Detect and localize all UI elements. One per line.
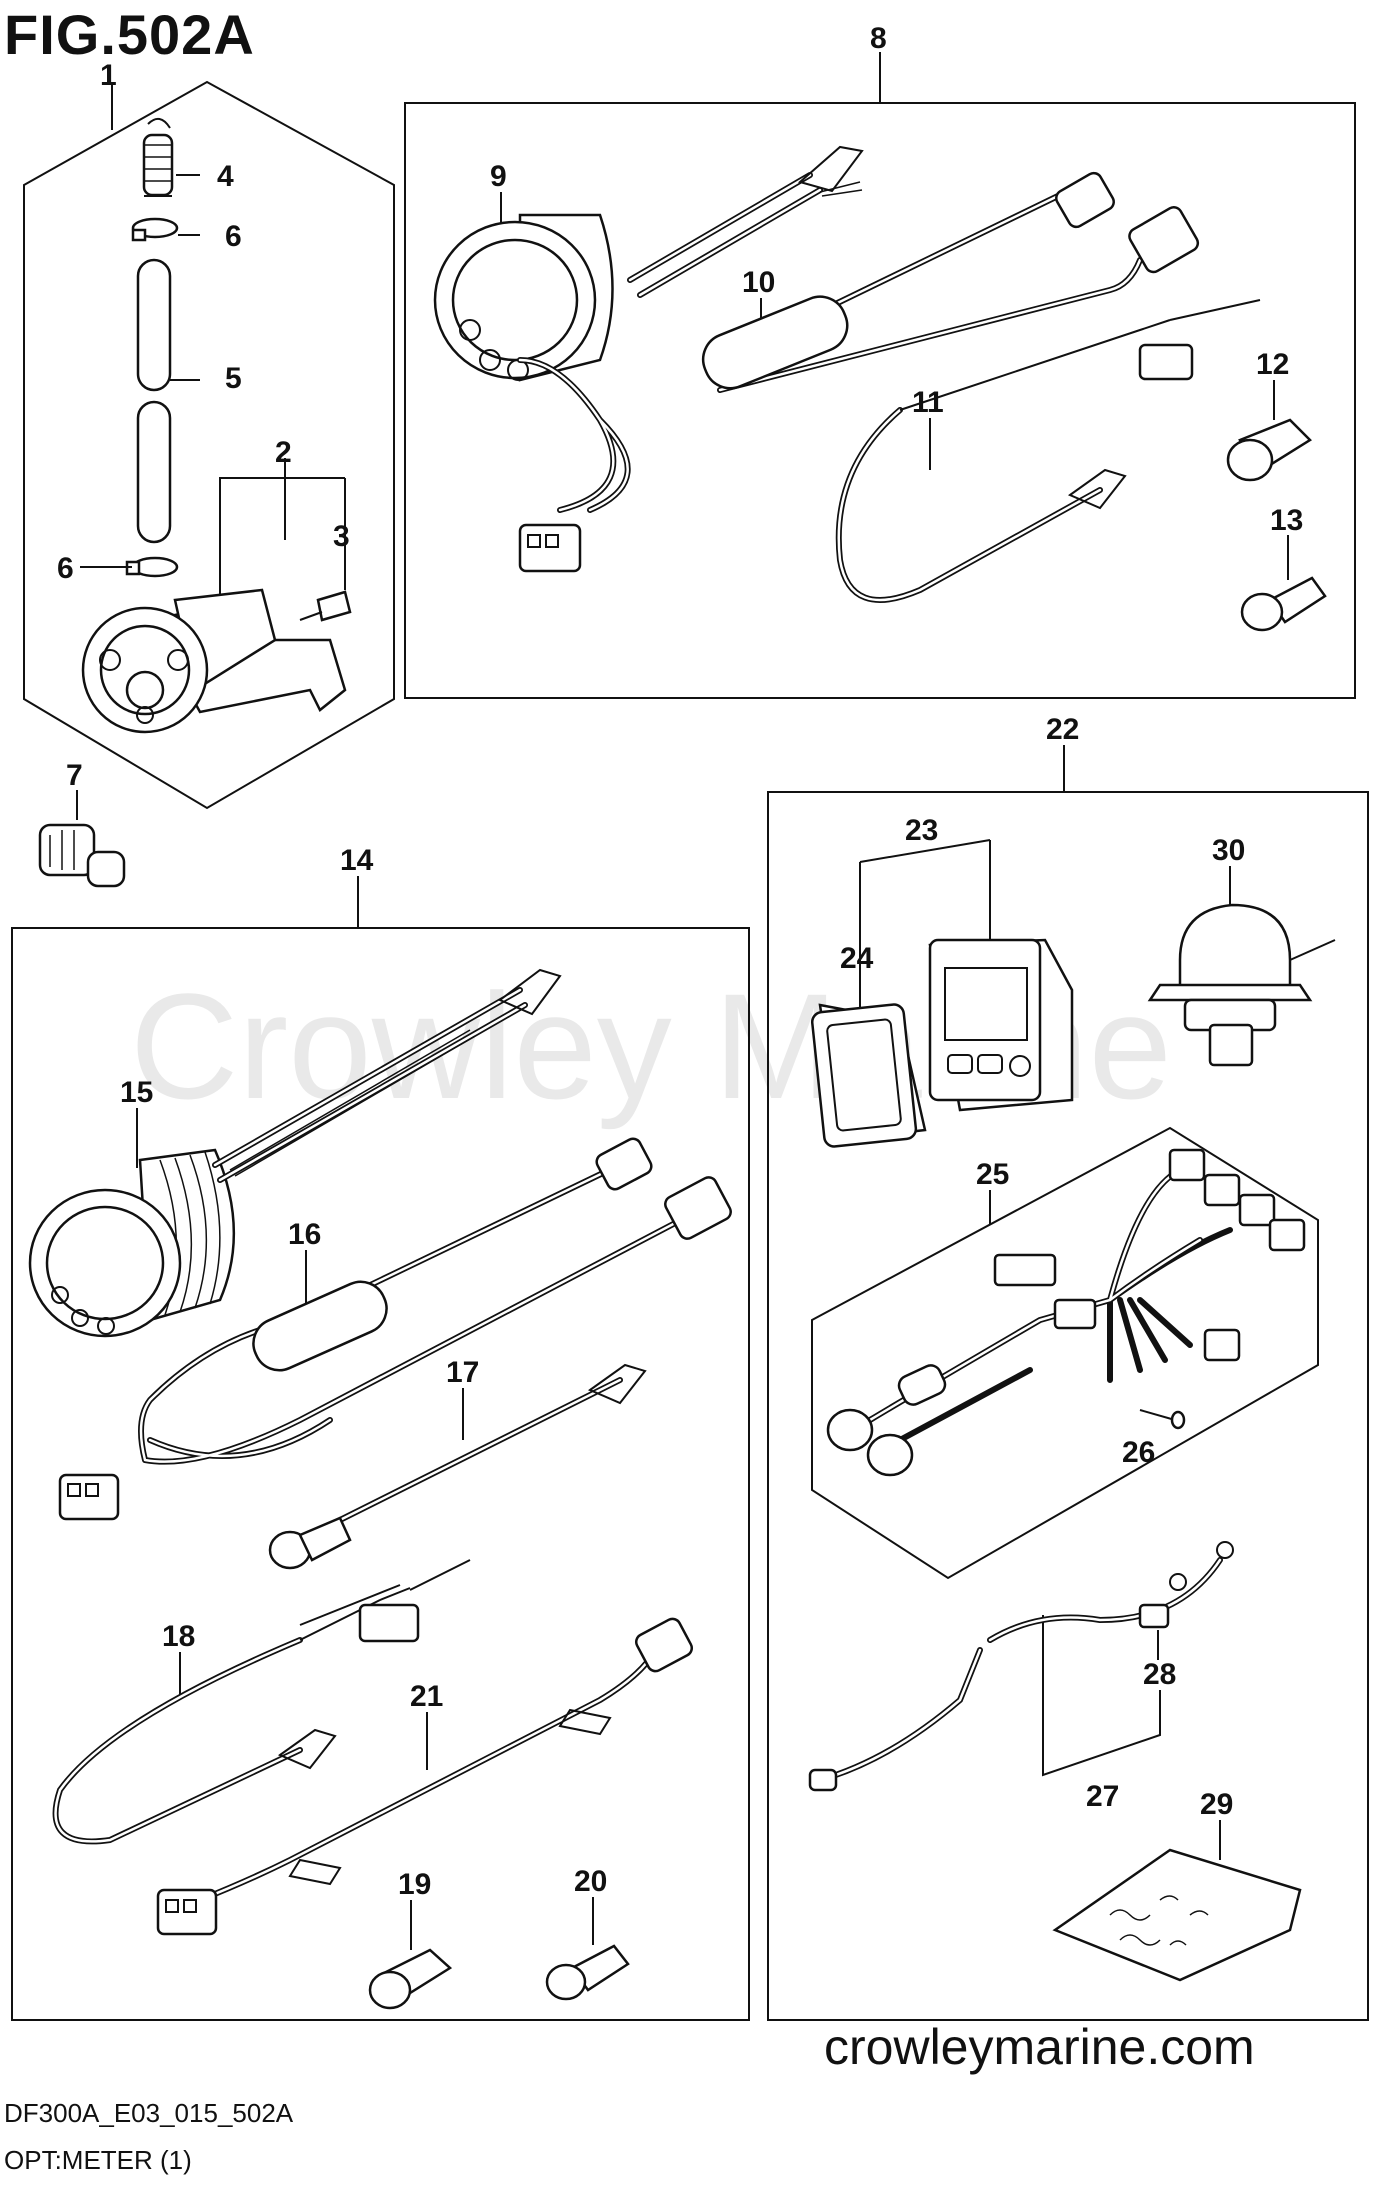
callout-4: 4 bbox=[217, 160, 234, 193]
group-8-box bbox=[404, 52, 1356, 699]
callout-23: 23 bbox=[905, 814, 938, 847]
part-2-adapter-housing bbox=[81, 458, 347, 734]
part-12-cap bbox=[1226, 380, 1312, 482]
callout-26: 26 bbox=[1122, 1436, 1155, 1469]
callout-5: 5 bbox=[225, 362, 242, 395]
group-22-box bbox=[767, 745, 1369, 2021]
part-19-cap bbox=[368, 1900, 453, 2010]
callout-16: 16 bbox=[288, 1218, 321, 1251]
part-3-screw bbox=[299, 540, 352, 622]
callout-29: 29 bbox=[1200, 1788, 1233, 1821]
part-26-pin bbox=[1139, 1409, 1186, 1430]
callout-15: 15 bbox=[120, 1076, 153, 1109]
part-4-spring bbox=[142, 117, 200, 197]
callout-30: 30 bbox=[1212, 834, 1245, 867]
part-24-bezel bbox=[810, 975, 927, 1148]
group-14-box bbox=[11, 876, 750, 2021]
figure-caption: OPT:METER (1) bbox=[4, 2145, 192, 2175]
callout-25: 25 bbox=[976, 1158, 1009, 1191]
callout-3: 3 bbox=[333, 520, 350, 553]
part-20-cap bbox=[545, 1897, 630, 2001]
callout-1: 1 bbox=[100, 59, 117, 92]
part-16-harness bbox=[58, 1137, 732, 1521]
part-11-cable bbox=[835, 299, 1261, 603]
callout-2: 2 bbox=[275, 436, 292, 469]
part-9-gauge bbox=[433, 145, 864, 382]
callout-22: 22 bbox=[1046, 713, 1079, 746]
part-23-display bbox=[859, 839, 1074, 1112]
callout-7: 7 bbox=[66, 759, 83, 792]
part-28-relay bbox=[1138, 1603, 1170, 1660]
part-6-clamp-bottom bbox=[80, 556, 179, 578]
callout-17: 17 bbox=[446, 1356, 479, 1389]
callout-6-top: 6 bbox=[225, 220, 242, 253]
part-30-antenna bbox=[1147, 866, 1336, 1067]
callout-10: 10 bbox=[742, 266, 775, 299]
figure-title: FIG.502A bbox=[4, 3, 255, 66]
callout-20: 20 bbox=[574, 1865, 607, 1898]
callout-labels: 1 2 3 4 5 6 6 7 8 9 10 11 12 13 14 15 16… bbox=[57, 22, 1303, 1901]
group-1-outline bbox=[23, 80, 395, 810]
callout-21: 21 bbox=[410, 1680, 443, 1713]
callout-18: 18 bbox=[162, 1620, 195, 1653]
part-18-cable bbox=[52, 1559, 471, 1845]
part-10-harness bbox=[517, 171, 1200, 573]
callout-14: 14 bbox=[340, 844, 374, 877]
callout-28: 28 bbox=[1143, 1658, 1176, 1691]
callout-19: 19 bbox=[398, 1868, 431, 1901]
part-27-cable bbox=[808, 1541, 1234, 1792]
part-7-fitting bbox=[38, 790, 126, 888]
part-13-cap bbox=[1240, 535, 1327, 632]
part-17-cable bbox=[268, 1363, 647, 1570]
part-25-harness bbox=[826, 1148, 1306, 1477]
part-15-gauge bbox=[28, 968, 562, 1338]
callout-24: 24 bbox=[840, 942, 874, 975]
callout-12: 12 bbox=[1256, 348, 1289, 381]
callout-13: 13 bbox=[1270, 504, 1303, 537]
callout-8: 8 bbox=[870, 22, 887, 55]
group-25-outline bbox=[811, 1126, 1319, 1580]
part-6-clamp-top bbox=[131, 217, 200, 242]
figure-code: DF300A_E03_015_502A bbox=[4, 2098, 294, 2128]
part-21-cable bbox=[156, 1617, 694, 1936]
callout-9: 9 bbox=[490, 160, 507, 193]
part-29-bag bbox=[1052, 1820, 1302, 1982]
callout-27: 27 bbox=[1086, 1780, 1119, 1813]
website-text[interactable]: crowleymarine.com bbox=[824, 2019, 1255, 2075]
part-5-hose bbox=[136, 258, 200, 544]
callout-6-bottom: 6 bbox=[57, 552, 74, 585]
callout-11: 11 bbox=[912, 386, 944, 419]
